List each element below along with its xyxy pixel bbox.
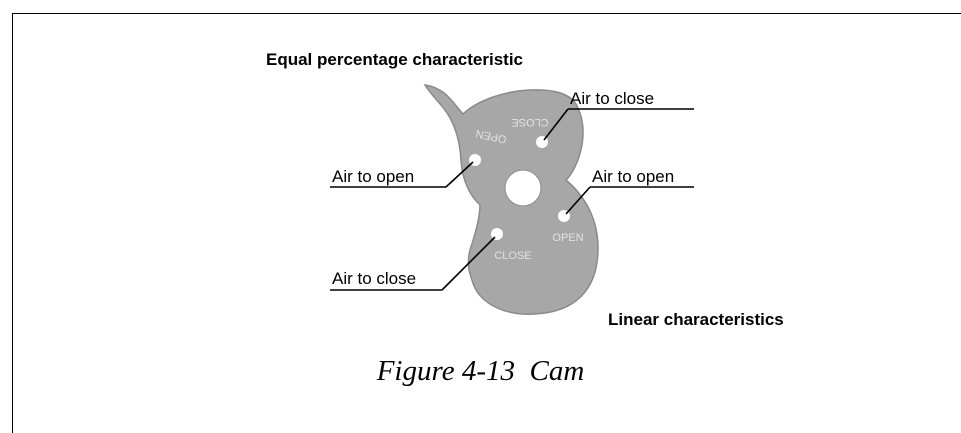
figure-caption: Figure 4-13 Cam xyxy=(376,355,585,387)
callout-leader xyxy=(565,186,591,215)
callout-label: Air to open xyxy=(592,167,674,186)
callout-air-to-open-left: Air to open xyxy=(330,161,474,188)
label-equal-percentage: Equal percentage characteristic xyxy=(266,50,523,69)
cam-marking-open-right: OPEN xyxy=(552,232,583,244)
callout-leader xyxy=(543,108,569,141)
callout-leader xyxy=(445,161,474,188)
callout-label: Air to close xyxy=(332,269,416,288)
callout-label: Air to close xyxy=(570,89,654,108)
cam-diagram: CLOSE OPEN OPEN CLOSE Equal percentage c… xyxy=(266,50,784,329)
callout-air-to-open-right: Air to open xyxy=(565,167,694,215)
callout-air-to-close-top: Air to close xyxy=(543,89,694,141)
callout-air-to-close-bottom: Air to close xyxy=(330,236,496,291)
cam-center-hole xyxy=(504,169,542,207)
figure-frame xyxy=(12,13,961,433)
cam-marking-close-top: CLOSE xyxy=(511,116,548,128)
callout-leader xyxy=(441,236,496,291)
callout-label: Air to open xyxy=(332,167,414,186)
cam-marking-close-bottom: CLOSE xyxy=(494,250,531,262)
label-linear-characteristics: Linear characteristics xyxy=(608,310,784,329)
